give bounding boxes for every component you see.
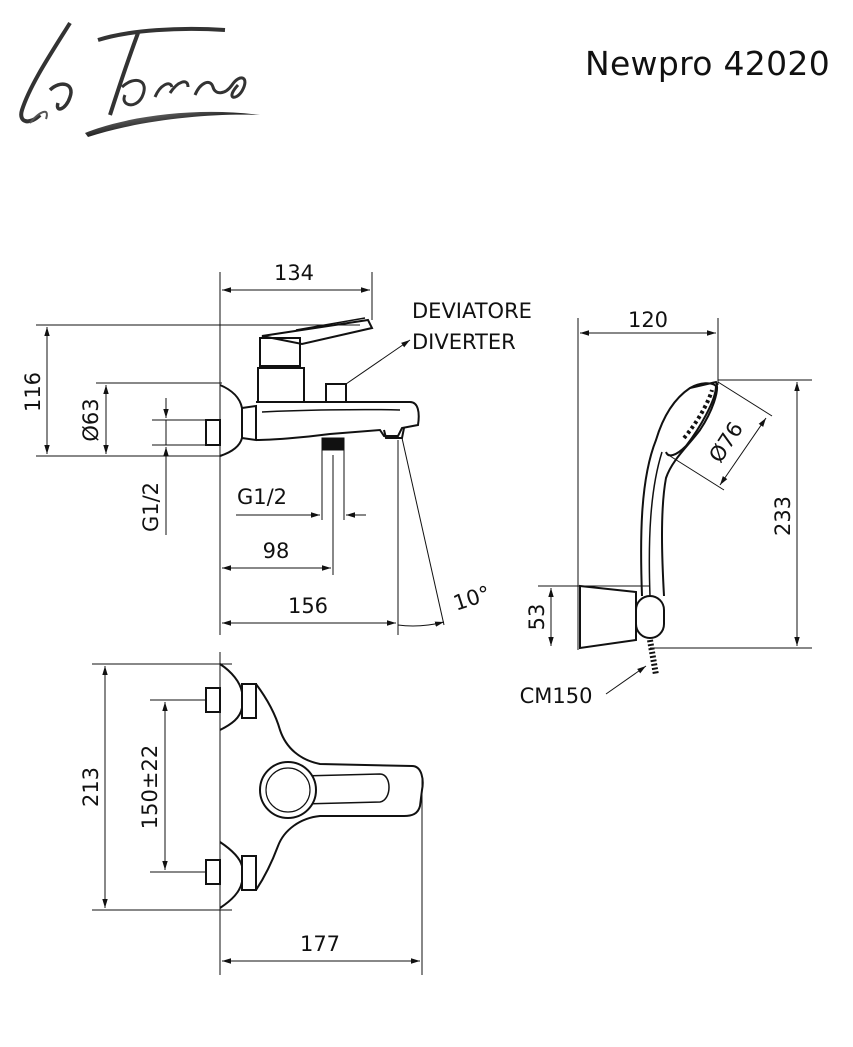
dim-53-label: 53 bbox=[525, 604, 549, 631]
hand-shower-view bbox=[538, 318, 812, 695]
top-view bbox=[92, 652, 424, 975]
dim-120-label: 120 bbox=[628, 308, 668, 332]
dim-76-line bbox=[719, 417, 767, 486]
dim-156-label: 156 bbox=[288, 594, 328, 618]
dim-134-label: 134 bbox=[274, 261, 314, 285]
dim-63-label: Ø63 bbox=[79, 398, 103, 441]
diverter-label-en: DIVERTER bbox=[412, 330, 516, 354]
model-title: Newpro 42020 bbox=[584, 44, 830, 83]
hose-label: CM150 bbox=[520, 684, 593, 708]
dim-outlet-thread-label: G1/2 bbox=[237, 485, 287, 509]
dim-98-label: 98 bbox=[263, 539, 290, 563]
dim-150-label: 150±22 bbox=[138, 745, 162, 829]
dim-177-label: 177 bbox=[300, 932, 340, 956]
dim-213-label: 213 bbox=[79, 767, 103, 807]
dim-76-label: Ø76 bbox=[704, 418, 748, 467]
dim-233-label: 233 bbox=[771, 496, 795, 536]
dim-inlet-thread-label: G1/2 bbox=[139, 482, 163, 532]
brand-logo bbox=[19, 21, 260, 137]
dim-116-label: 116 bbox=[21, 372, 45, 412]
side-view bbox=[36, 272, 445, 635]
dim-angle-label: 10° bbox=[450, 581, 493, 615]
diverter-label-it: DEVIATORE bbox=[412, 299, 532, 323]
